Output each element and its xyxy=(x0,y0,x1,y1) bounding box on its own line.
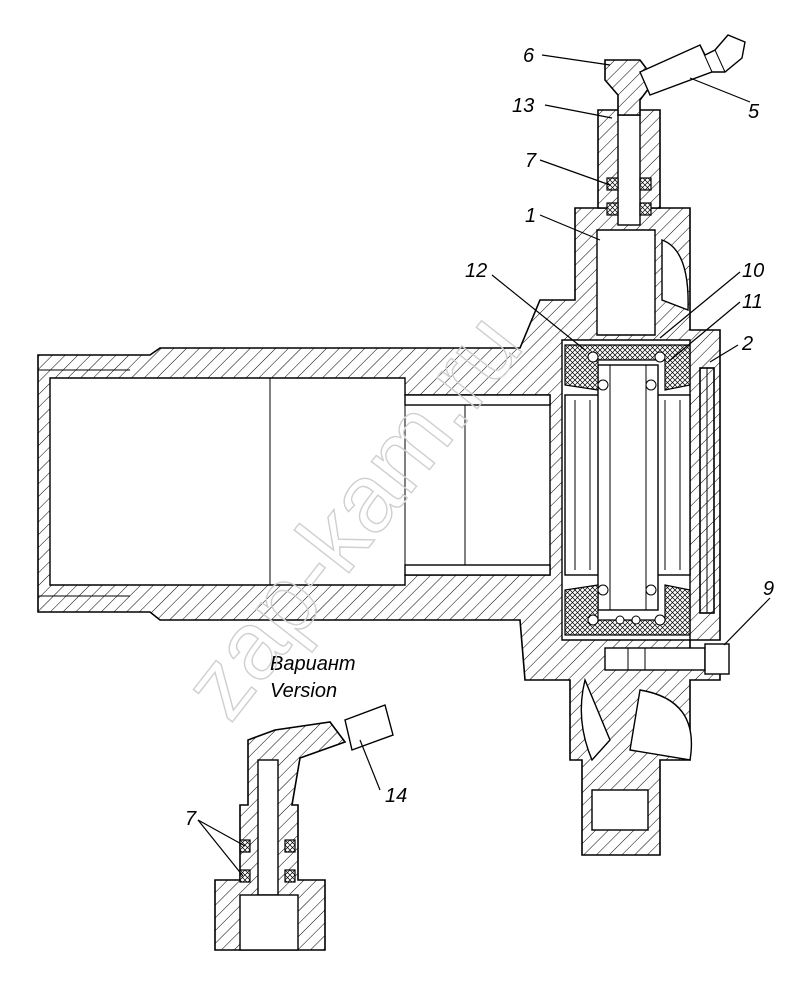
lower-window-left xyxy=(580,677,611,762)
variant-channel xyxy=(257,759,279,896)
upper-window xyxy=(661,239,689,312)
lower-stem-slot xyxy=(591,789,649,831)
variant-body xyxy=(214,721,347,951)
label-11: 11 xyxy=(742,291,763,313)
grease-fitting xyxy=(604,34,746,116)
variant-detail xyxy=(214,704,394,951)
bearing-assembly xyxy=(564,344,691,636)
variant-bore xyxy=(239,894,299,951)
variant-title-en: Version xyxy=(270,680,337,702)
label-7-upper: 7 xyxy=(525,150,537,172)
king-pin xyxy=(597,364,659,611)
leader-lines xyxy=(197,54,771,877)
bolt xyxy=(604,643,730,675)
label-6: 6 xyxy=(523,45,535,67)
upper-o-rings xyxy=(606,177,652,216)
label-2: 2 xyxy=(741,333,753,355)
vertical-bore xyxy=(596,229,656,336)
fitting-14 xyxy=(344,704,394,751)
label-12: 12 xyxy=(465,260,487,282)
label-7-variant: 7 xyxy=(185,808,197,830)
fitting-5 xyxy=(639,34,746,96)
variant-title-ru: Вариант xyxy=(270,653,356,675)
sleeve-top xyxy=(404,394,551,406)
neck-channel xyxy=(617,114,641,226)
sleeve-bottom xyxy=(404,564,551,576)
label-1: 1 xyxy=(525,205,536,227)
label-10: 10 xyxy=(742,260,764,282)
label-14: 14 xyxy=(385,785,407,807)
lower-window xyxy=(629,689,693,761)
label-5: 5 xyxy=(748,101,760,123)
label-13: 13 xyxy=(512,95,534,117)
label-9: 9 xyxy=(763,578,774,600)
